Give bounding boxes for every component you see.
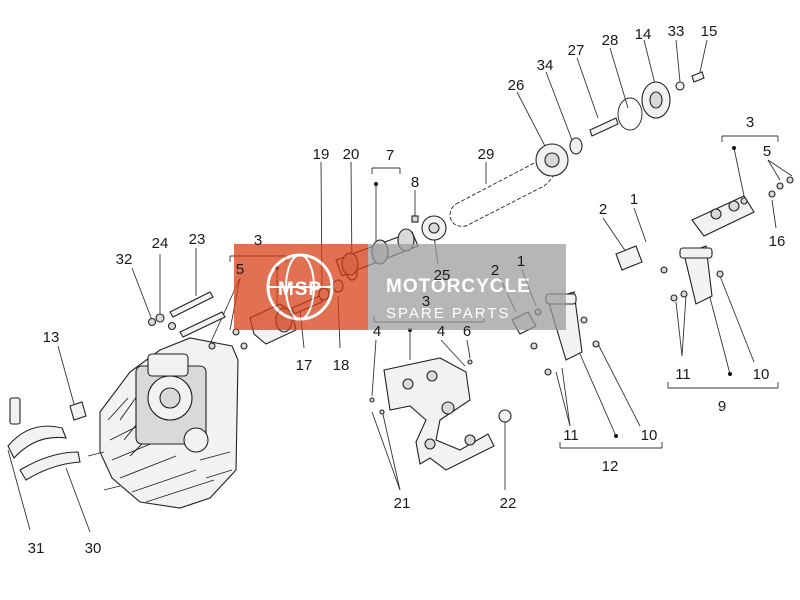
callout-8: 8 — [411, 174, 419, 191]
callout-25: 25 — [434, 267, 451, 284]
callout-18: 18 — [333, 357, 350, 374]
callout-34: 34 — [537, 57, 554, 74]
callout-3-middle: 3 — [422, 293, 430, 310]
callout-2-middle: 2 — [491, 262, 499, 279]
callout-14: 14 — [635, 26, 652, 43]
callout-20: 20 — [343, 146, 360, 163]
callout-15: 15 — [701, 23, 718, 40]
sprocket-cover-illustration — [535, 71, 705, 177]
callout-26: 26 — [508, 77, 525, 94]
callout-4-right: 4 — [437, 323, 445, 340]
timing-chain-illustration — [449, 159, 557, 227]
valve-holder-illustration — [369, 357, 512, 471]
callout-29: 29 — [478, 146, 495, 163]
callout-32: 32 — [116, 251, 133, 268]
callout-19: 19 — [313, 146, 330, 163]
callout-28: 28 — [602, 32, 619, 49]
callout-5-right: 5 — [763, 143, 771, 160]
callout-2-right: 2 — [599, 201, 607, 218]
callout-4-left: 4 — [373, 323, 381, 340]
studs-illustration — [147, 291, 226, 338]
callout-31: 31 — [28, 540, 45, 557]
callout-11-center: 11 — [563, 427, 579, 444]
watermark-logo-text: MSP — [278, 279, 322, 300]
callout-21: 21 — [394, 495, 411, 512]
callout-1-right: 1 — [630, 191, 638, 208]
callout-27: 27 — [568, 42, 585, 59]
callout-3-left: 3 — [254, 232, 262, 249]
chain-guides-illustration — [7, 397, 87, 481]
callout-7: 7 — [386, 147, 394, 164]
rocker-arm-right-illustration — [615, 176, 794, 305]
callout-1-middle: 1 — [517, 253, 525, 270]
callout-12: 12 — [602, 458, 619, 475]
callout-16: 16 — [769, 233, 786, 250]
callout-10-center: 10 — [641, 427, 658, 444]
callout-5-left: 5 — [236, 261, 244, 278]
callout-13: 13 — [43, 329, 60, 346]
watermark-tagline: SPARE PARTS — [386, 305, 511, 322]
callout-23: 23 — [189, 231, 206, 248]
callout-9: 9 — [718, 398, 726, 415]
callout-22: 22 — [500, 495, 517, 512]
callout-30: 30 — [85, 540, 102, 557]
callout-24: 24 — [152, 235, 169, 252]
msp-watermark: MSP MOTORCYCLE SPARE PARTS — [234, 244, 566, 330]
callout-17: 17 — [296, 357, 313, 374]
callout-6: 6 — [463, 323, 471, 340]
callout-33: 33 — [668, 23, 685, 40]
callout-11-right: 11 — [675, 366, 691, 383]
callout-10-right: 10 — [753, 366, 770, 383]
cylinder-head-illustration — [87, 337, 239, 509]
callout-labels: 15 33 14 28 27 34 26 29 19 20 7 8 3 3 3 … — [28, 23, 786, 557]
callout-3-right: 3 — [746, 114, 754, 131]
watermark-brand: MOTORCYCLE — [386, 276, 531, 297]
